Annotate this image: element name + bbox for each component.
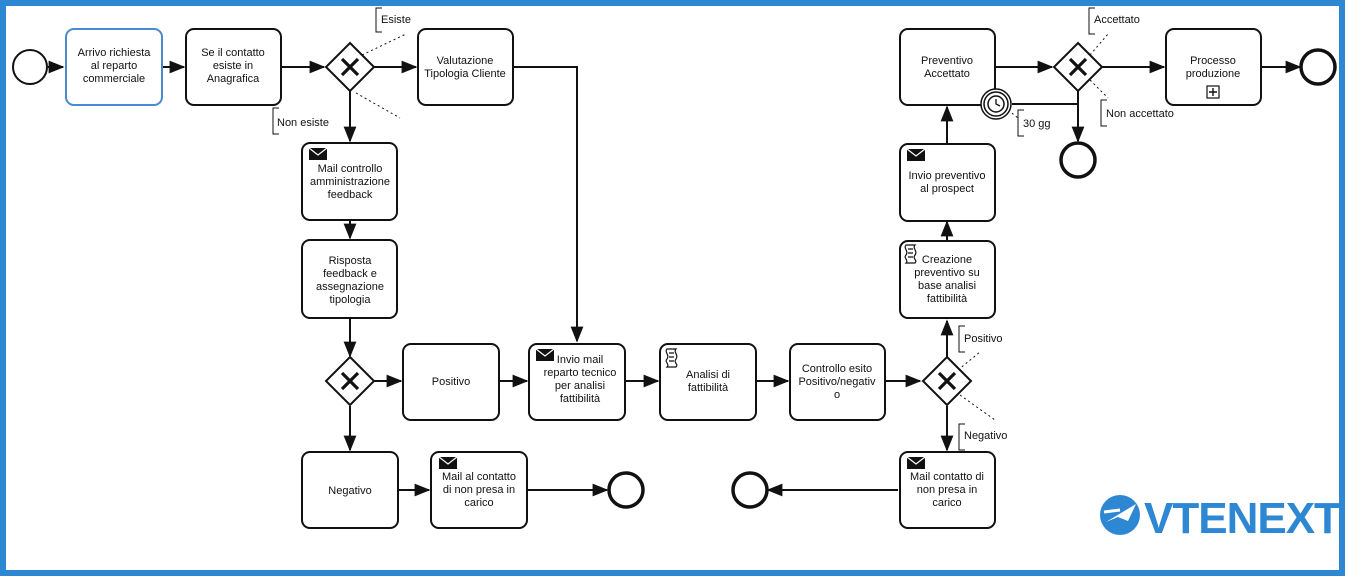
task-negativo[interactable]: Negativo xyxy=(301,451,399,529)
envelope-icon xyxy=(438,456,458,469)
exclusive-x-icon xyxy=(340,57,360,77)
vtenext-logo-icon xyxy=(1100,495,1140,535)
gateway-contatto-esiste[interactable] xyxy=(324,41,376,93)
exclusive-x-icon xyxy=(340,371,360,391)
association-accettato xyxy=(1089,33,1109,56)
label-non-esiste: Non esiste xyxy=(277,117,329,129)
flow-valutazione-to-invio-mail xyxy=(513,66,584,343)
end-event-non-accettato[interactable] xyxy=(1059,141,1097,179)
annotations xyxy=(272,7,1109,451)
envelope-icon xyxy=(906,456,926,469)
envelope-icon xyxy=(906,148,926,161)
annotation-bracket-timer xyxy=(1017,109,1024,137)
annotation-bracket-non-esiste xyxy=(272,107,279,135)
script-icon xyxy=(904,244,917,264)
annotation-bracket-positivo xyxy=(958,325,965,353)
gateway-esito[interactable] xyxy=(921,355,973,407)
association-negativo xyxy=(959,394,996,421)
envelope-icon xyxy=(308,147,328,160)
association-non-accettato xyxy=(1089,79,1109,99)
vtenext-logo: VTENEXT xyxy=(1100,494,1342,543)
association-positivo xyxy=(957,351,981,371)
annotation-bracket-esiste xyxy=(375,7,382,33)
sequence-flows xyxy=(48,60,1302,497)
end-event-non-presa-2[interactable] xyxy=(731,471,769,509)
label-timer: 30 gg xyxy=(1023,118,1051,130)
label-negativo: Negativo xyxy=(964,430,1007,442)
gateway-accettazione[interactable] xyxy=(1052,41,1104,93)
label-positivo: Positivo xyxy=(964,333,1003,345)
annotation-bracket-negativo xyxy=(958,423,965,451)
association-non-esiste xyxy=(355,92,401,119)
end-event-produzione[interactable] xyxy=(1299,48,1337,86)
timer-boundary-event[interactable] xyxy=(980,88,1012,120)
task-positivo[interactable]: Positivo xyxy=(402,343,500,421)
expand-plus-icon[interactable] xyxy=(1206,85,1220,99)
exclusive-x-icon xyxy=(1068,57,1088,77)
association-esiste xyxy=(361,33,407,56)
association-timer xyxy=(1007,109,1019,119)
logo-wordmark: VTENEXT xyxy=(1144,494,1341,543)
exclusive-x-icon xyxy=(937,371,957,391)
annotation-bracket-non-accettato xyxy=(1100,99,1107,127)
label-esiste: Esiste xyxy=(381,14,411,26)
script-icon xyxy=(665,348,678,368)
end-event-non-presa-1[interactable] xyxy=(607,471,645,509)
svg-text:Positivo: Positivo xyxy=(432,376,471,388)
gateway-tipologia[interactable] xyxy=(324,355,376,407)
annotation-bracket-accettato xyxy=(1088,7,1095,35)
label-non-accettato: Non accettato xyxy=(1106,108,1174,120)
envelope-icon xyxy=(535,348,555,361)
svg-text:Negativo: Negativo xyxy=(328,485,371,497)
label-accettato: Accettato xyxy=(1094,14,1140,26)
start-event[interactable] xyxy=(12,49,48,85)
